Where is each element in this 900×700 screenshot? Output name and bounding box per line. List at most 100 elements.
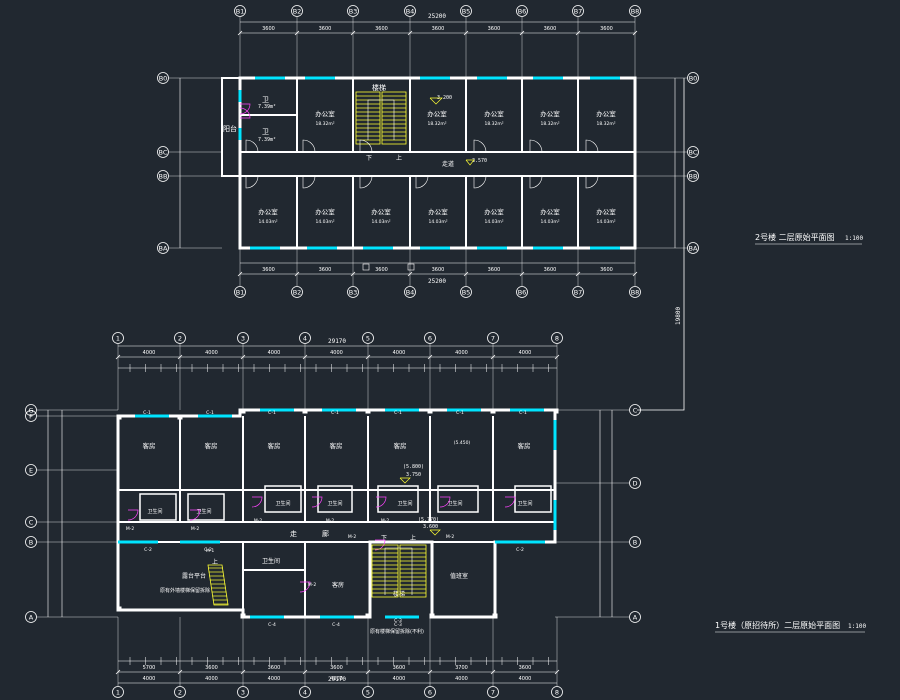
grid-axis-right: BA	[689, 244, 698, 252]
dim-tick	[365, 354, 371, 360]
plan1-scale: 1:100	[848, 623, 866, 630]
room-name: 客房	[330, 441, 343, 450]
grid-axis-left-bubble	[25, 410, 37, 422]
total-dim-bottom: 29170	[328, 676, 346, 683]
door-swing	[529, 139, 543, 153]
grid-axis-bottom: 6	[428, 688, 432, 696]
level-corridor: 3.570	[472, 158, 487, 164]
grid-axis-bottom: 7	[491, 688, 495, 696]
bay-dim: 4000	[393, 676, 406, 682]
grid-axis-right-bubble	[629, 404, 641, 416]
grid-axis-top: 2	[178, 334, 182, 342]
room-name: 客房	[394, 441, 407, 450]
wc-label: 卫生间	[397, 500, 412, 507]
bay-dim: 3600	[432, 26, 445, 32]
grid-axis-bottom-bubble	[487, 686, 499, 698]
grid-axis-bottom: B7	[574, 288, 583, 296]
bay-dim: 3600	[393, 665, 406, 671]
grid-axis-left-bubble	[157, 242, 169, 254]
grid-axis-left-bubble	[25, 536, 37, 548]
door-swing	[299, 581, 311, 593]
door-swing	[127, 509, 139, 521]
door-swing	[311, 496, 323, 508]
level-note: 3.600	[423, 524, 438, 530]
bay-dim: 3600	[319, 26, 332, 32]
grid-axis-top: 5	[366, 334, 370, 342]
wc-label: 卫生间	[447, 500, 462, 507]
bay-dim: 4000	[519, 350, 532, 356]
corridor-label: 走	[290, 530, 297, 538]
stair-arrow	[384, 547, 413, 595]
grid-axis-right: D	[632, 479, 637, 487]
grid-axis-bottom-bubble	[362, 686, 374, 698]
stair-mark-down: 下	[381, 535, 387, 542]
stair-mark-up: 上	[410, 534, 416, 542]
column	[302, 408, 308, 414]
window	[553, 420, 557, 450]
grid-axis-top-bubble	[572, 5, 584, 17]
grid-axis-top: 3	[241, 334, 245, 342]
door-tag: M-2	[348, 534, 357, 540]
room-name: 办公室	[427, 109, 447, 118]
grid-axis-top: 4	[303, 334, 307, 342]
column	[240, 408, 246, 414]
balcony-wall	[221, 77, 241, 177]
dim-tick	[407, 30, 413, 36]
dim-tick	[177, 669, 183, 675]
window	[260, 408, 294, 412]
grid-axis-right: BC	[689, 148, 698, 156]
dim-tick	[177, 354, 183, 360]
stair-flight	[399, 544, 427, 598]
wc-label: 卫生间	[275, 500, 290, 507]
room-name: 客房	[205, 441, 218, 450]
room-stair: 楼梯	[393, 590, 405, 598]
dim-tick	[350, 30, 356, 36]
dim-tick	[632, 271, 638, 277]
grid-axis-bottom: B6	[518, 288, 527, 296]
window	[553, 500, 557, 530]
window	[477, 246, 507, 250]
door-swing	[359, 139, 373, 153]
room-terrace: 露台平台	[182, 572, 206, 580]
level-mark	[429, 97, 443, 105]
grid-axis-left-bubble	[25, 464, 37, 476]
window-tag: C-2	[144, 547, 152, 553]
dim-tick	[427, 354, 433, 360]
grid-axis-left: F	[29, 412, 33, 420]
room-name: 客房	[518, 441, 531, 450]
bay-dim: 4000	[268, 350, 281, 356]
bay-dim: 3600	[319, 267, 332, 273]
grid-axis-right: C	[633, 406, 638, 414]
grid-axis-bottom-bubble	[299, 686, 311, 698]
stair-mark-up: 上	[396, 154, 402, 162]
grid-axis-right-bubble	[687, 146, 699, 158]
grid-axis-top-bubble	[362, 332, 374, 344]
bay-dim: 3600	[488, 26, 501, 32]
grid-axis-top: B7	[574, 7, 583, 15]
window-tag: C-1	[456, 410, 464, 416]
level-mark	[465, 159, 475, 166]
door-swing	[189, 509, 201, 521]
door-swing	[375, 496, 387, 508]
stair-flight	[381, 91, 407, 145]
window	[447, 408, 481, 412]
window-tag: C-1	[394, 410, 402, 416]
level-note: (5.450)	[454, 440, 471, 446]
grid-axis-top-bubble	[237, 332, 249, 344]
room-area: 18.32m²	[484, 121, 503, 127]
window-tag: C-1	[206, 410, 214, 416]
note-external-stair: 原有外墙楼梯保留拆除	[160, 587, 210, 594]
grid-axis-right: BB	[689, 172, 698, 180]
wc-label: 卫	[262, 128, 269, 136]
bay-dim: 3700	[455, 665, 468, 671]
door-tag: M-2	[446, 534, 455, 540]
grid-axis-left: BA	[159, 244, 168, 252]
room-name: 办公室	[428, 207, 448, 216]
door-swing	[473, 139, 487, 153]
column	[427, 408, 433, 414]
grid-axis-bottom-bubble	[572, 286, 584, 298]
grid-axis-left: A	[29, 613, 34, 621]
wc-label: 卫生间	[196, 508, 211, 515]
dim-tick	[302, 354, 308, 360]
grid-axis-top: B2	[293, 7, 302, 15]
